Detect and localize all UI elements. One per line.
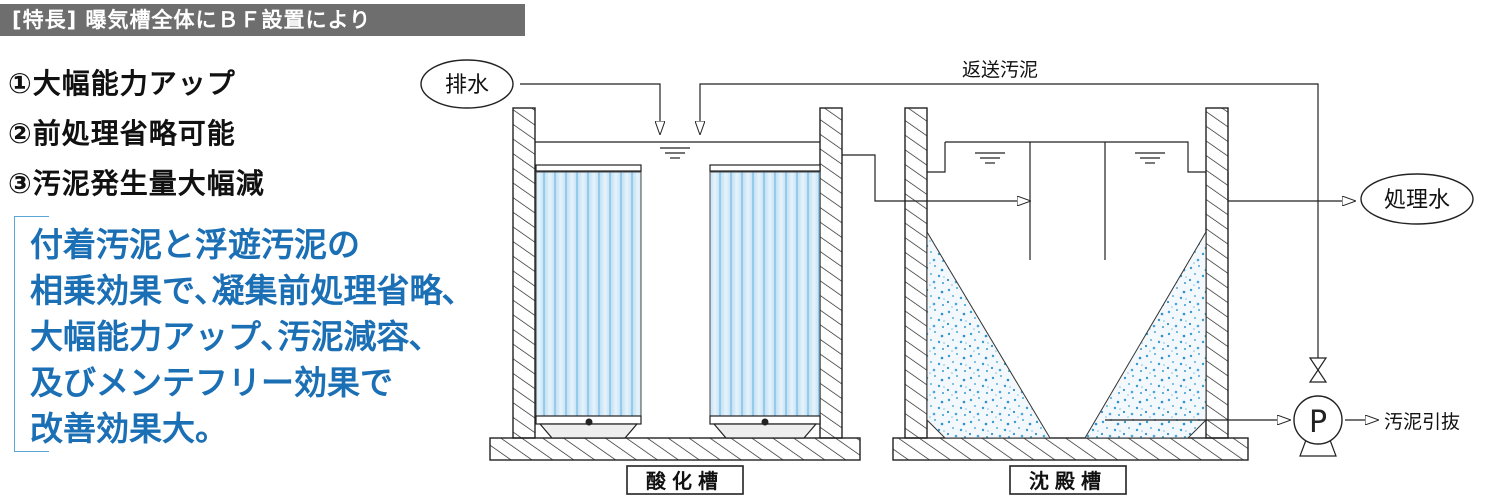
svg-text:処理水: 処理水 [1384,188,1450,213]
feature-2: ②前処理省略可能 [8,117,236,150]
diffuser-icon [761,418,769,426]
description-line: 相乗効果で､凝集前処理省略､ [30,271,459,310]
description-line: 大幅能力アップ､汚泥減容､ [30,317,426,356]
svg-text:排水: 排水 [445,73,489,98]
feature-3: ③汚泥発生量大幅減 [8,167,265,200]
diffuser-icon [585,418,593,426]
sludge-deposit-right [1084,230,1207,439]
piping [520,83,1378,420]
sludge-deposit-left [926,230,1051,439]
feature-1: ①大幅能力アップ [8,67,236,100]
svg-text:酸化槽: 酸化槽 [646,469,724,493]
sludge-removal-label: 汚泥引抜 [1384,411,1460,433]
inflow-node: 排水 [420,59,514,109]
tank2-label: 沈殿槽 [1009,465,1127,495]
bf-module [535,164,642,439]
feature-badge: [特長] 曝気槽全体にＢＦ設置により [0,4,525,36]
water-level-icon [975,152,1165,164]
description-bracket [14,216,49,452]
description-line: 付着汚泥と浮遊汚泥の [30,225,360,264]
pump-icon: P [1293,395,1343,457]
treated-water-node: 処理水 [1360,173,1474,225]
description-block: 付着汚泥と浮遊汚泥の 相乗効果で､凝集前処理省略､ 大幅能力アップ､汚泥減容､ … [30,222,459,452]
tank1-label: 酸化槽 [626,465,744,495]
bf-module [709,164,821,439]
description-line: 改善効果大。 [30,409,228,448]
sedimentation-tank [892,107,1249,461]
pump-label: P [1309,405,1327,440]
valve-icon [1308,357,1328,383]
return-sludge-label: 返送汚泥 [962,59,1038,81]
water-level-icon [660,147,690,159]
description-line: 及びメンテフリー効果で [30,363,393,402]
svg-text:沈殿槽: 沈殿槽 [1029,469,1107,493]
oxidation-tank [489,107,861,461]
